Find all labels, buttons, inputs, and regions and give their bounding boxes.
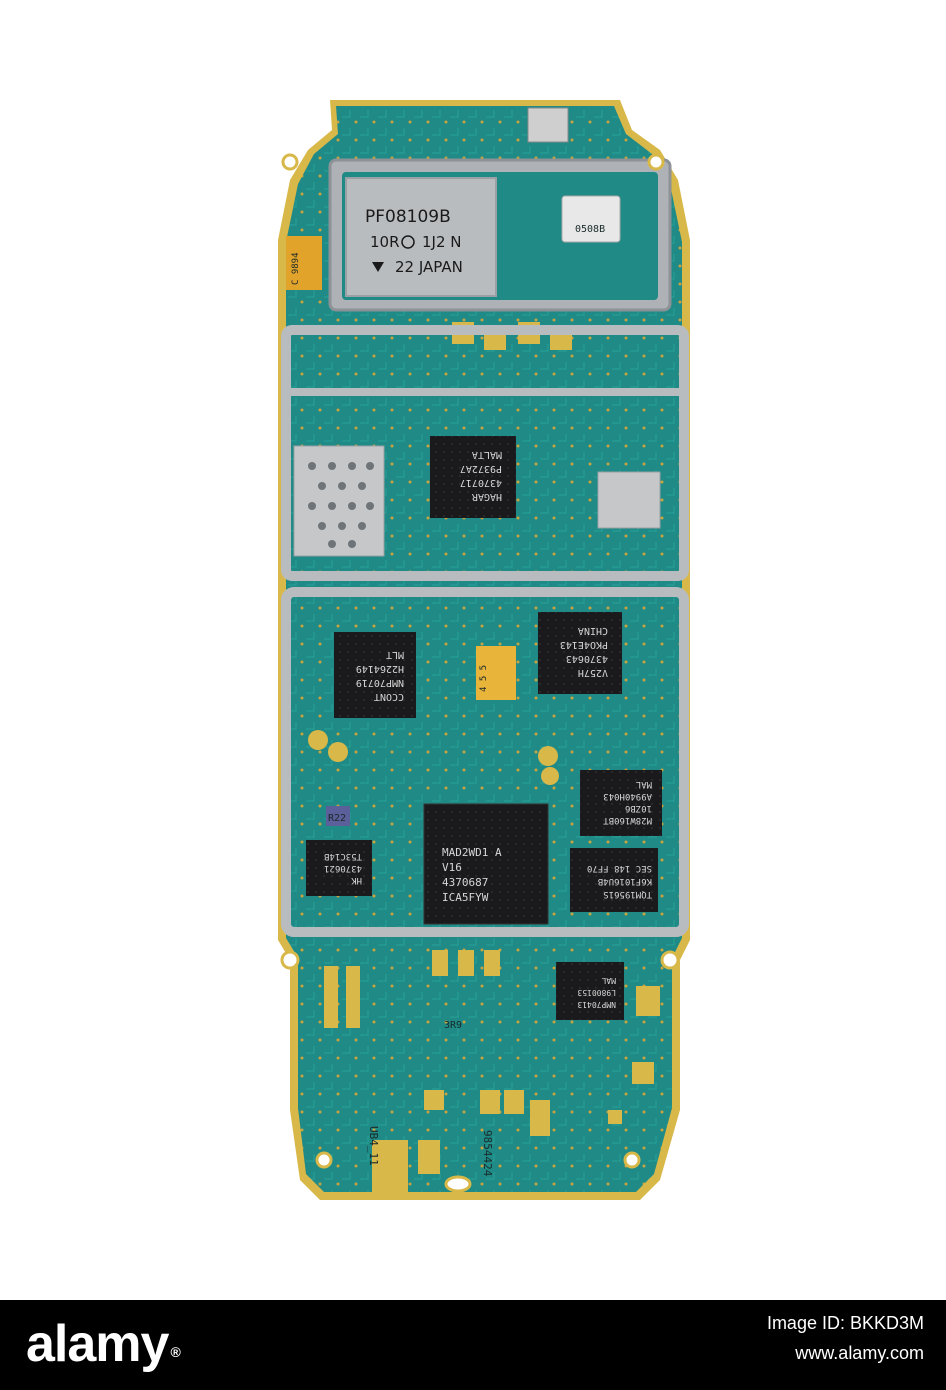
chip-mad2-line-2: V16 — [442, 861, 462, 874]
chip-flash-line-3: A9940H043 — [603, 791, 652, 801]
gold-pad-5 — [432, 950, 448, 976]
key-pad-7 — [632, 1062, 654, 1084]
gold-round-pad-3 — [538, 746, 558, 766]
alamy-logo-text: alamy — [26, 1315, 169, 1373]
key-pad-3 — [504, 1090, 524, 1114]
tantalum-cap-label: C 9894 — [291, 252, 301, 285]
gold-pad-8 — [636, 986, 660, 1016]
circuit-board-photo: PF08109B 10R 1J2 N 22 JAPAN 0508B C 9894 — [278, 100, 690, 1200]
chip-flash — [580, 770, 662, 836]
gold-strip-2 — [346, 966, 360, 1028]
chip-bottom-line-2: L9800153 — [577, 988, 616, 997]
key-pad-2 — [480, 1090, 500, 1114]
chip-sram-line-1: TQM19561S — [603, 889, 652, 899]
chip-mad2 — [423, 803, 549, 925]
alamy-logo: alamy® — [26, 1314, 181, 1374]
yellow-capacitor-label: 4 5 5 — [479, 665, 489, 692]
chip-hagar — [430, 436, 516, 518]
chip-hk-line-3: T53C14B — [324, 851, 362, 861]
tantalum-cap — [286, 236, 322, 290]
chip-sram-line-3: SEC 148 FF70 — [587, 863, 652, 873]
pa-module — [345, 177, 497, 297]
chip-bottom-line-1: NMP70413 — [577, 1000, 616, 1009]
chip-mad2-line-4: ICA5FYW — [442, 891, 489, 904]
pa-module-label-3: 1J2 N — [422, 233, 462, 251]
chip-hk-line-2: 4370621 — [324, 863, 362, 873]
side-switch — [527, 107, 569, 143]
key-pad-4 — [530, 1100, 550, 1136]
resistor-r22 — [326, 806, 350, 826]
silk-ub4: UB4_11 — [367, 1126, 380, 1166]
chip-sram-line-2: K6F1016U4B — [598, 876, 652, 886]
chip-sram — [570, 848, 658, 912]
pa-module-label-4: 22 JAPAN — [395, 258, 463, 276]
gold-pad-7 — [484, 950, 500, 976]
gold-round-pad-1 — [308, 730, 328, 750]
chip-bottom — [556, 962, 624, 1020]
gold-strip-1 — [324, 966, 338, 1028]
key-pad-1 — [424, 1090, 444, 1110]
gold-pad-6 — [458, 950, 474, 976]
chip-v257h-line-3: PKO4E143 — [560, 639, 608, 650]
registered-mark: ® — [170, 1344, 180, 1360]
stock-watermark-bar: alamy® Image ID: BKKD3M www.alamy.com — [0, 1300, 946, 1390]
silk-r89: 3R9 — [444, 1020, 462, 1031]
chip-ccont-line-3: H2264149 — [356, 663, 404, 674]
circuit-board-illustration: PF08109B 10R 1J2 N 22 JAPAN 0508B C 9894 — [278, 100, 690, 1200]
chip-bottom-line-3: MAL — [601, 976, 616, 985]
image-id: Image ID: BKKD3M — [766, 1313, 924, 1333]
chip-hagar-line-3: P9372A7 — [460, 463, 502, 474]
rf-shield-lower — [281, 587, 689, 937]
pa-module-label-2: 10R — [370, 233, 400, 251]
chip-flash-line-1: M28W160BT — [603, 815, 652, 825]
chip-v257h — [538, 612, 622, 694]
chip-v257h-line-2: 4370643 — [566, 653, 608, 664]
chip-hagar-line-1: HAGAR — [471, 491, 502, 502]
small-can — [561, 195, 621, 243]
alamy-url: www.alamy.com — [795, 1343, 924, 1363]
chip-ccont-line-1: CCONT — [374, 691, 404, 702]
crystal-oscillator — [597, 471, 661, 529]
chip-v257h-line-1: V257H — [578, 667, 608, 678]
chip-ccont-line-2: NMP70719 — [356, 677, 404, 688]
chip-hagar-line-2: 4370717 — [460, 477, 502, 488]
chip-hagar-line-4: MALTA — [472, 449, 502, 460]
chip-ccont-line-4: MLT — [386, 649, 404, 660]
rf-shield-middle — [281, 325, 689, 581]
silk-serial: 9854424 — [481, 1130, 494, 1177]
yellow-capacitor — [476, 646, 516, 700]
chip-v257h-line-4: CHINA — [578, 625, 608, 636]
chip-mad2-line-3: 4370687 — [442, 876, 488, 889]
pa-module-label-1: PF08109B — [365, 207, 451, 227]
gold-round-pad-2 — [328, 742, 348, 762]
gold-round-pad-4 — [541, 767, 559, 785]
chip-hk-line-1: HK — [351, 875, 362, 885]
key-pad-5 — [372, 1140, 408, 1192]
key-pad-8 — [608, 1110, 622, 1124]
chip-flash-line-4: MAL — [636, 779, 652, 789]
resistor-r22-label: R22 — [328, 813, 346, 824]
chip-hk — [306, 840, 372, 896]
chip-flash-line-2: 10ZB6 — [625, 803, 652, 813]
small-can-label: 0508B — [575, 224, 605, 235]
key-pad-6 — [418, 1140, 440, 1174]
chip-ccont — [334, 632, 416, 718]
chip-mad2-line-1: MAD2WD1 A — [442, 846, 502, 859]
